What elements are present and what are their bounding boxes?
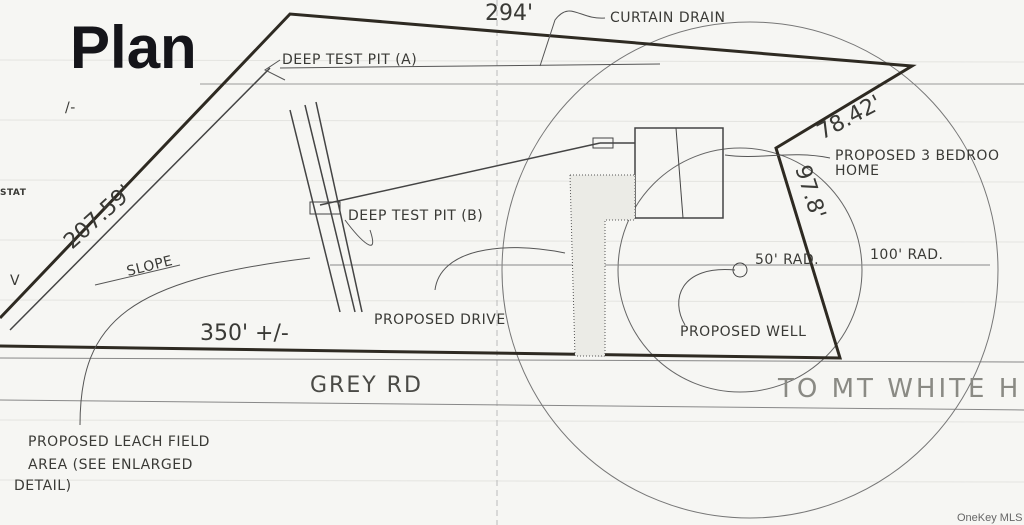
leader-lines: [79, 10, 831, 426]
property-boundary: [0, 12, 917, 360]
title-fragment: /-: [65, 100, 76, 116]
label-test-pit-a: DEEP TEST PIT (A): [282, 52, 417, 68]
road-edge: [0, 399, 1024, 411]
home-divider: [675, 127, 684, 219]
proposed-drive: [569, 174, 636, 357]
curtain-drain-line: [279, 63, 661, 69]
label-100-rad: 100' RAD.: [870, 247, 944, 263]
test-pit-b-marker: [309, 201, 341, 215]
road-edge: [0, 357, 1024, 363]
proposed-home: [634, 127, 724, 219]
label-home-line1: PROPOSED 3 BEDROO: [835, 148, 999, 164]
paper-lines: [0, 59, 1024, 483]
dimension-left: 207.59': [59, 180, 137, 254]
label-leach-line2: AREA (SEE ENLARGED: [28, 457, 193, 473]
label-test-pit-b: DEEP TEST PIT (B): [348, 208, 483, 224]
label-home-line2: HOME: [835, 163, 879, 179]
label-curtain-drain: CURTAIN DRAIN: [610, 10, 725, 26]
label-proposed-well: PROPOSED WELL: [680, 324, 806, 340]
road-grey-rd: GREY RD: [310, 373, 423, 398]
watermark: OneKey MLS: [957, 512, 1022, 524]
label-leach-line3: DETAIL): [14, 478, 72, 494]
dimension-top: 294': [485, 1, 533, 26]
50-ft-radius-circle: [617, 147, 863, 393]
100-ft-radius-circle: [501, 21, 999, 519]
label-50-rad: 50' RAD.: [755, 252, 819, 268]
margin-v: V: [10, 273, 20, 289]
setback-line: [9, 67, 271, 331]
leach-field-lines: [289, 101, 635, 313]
plan-title: Plan: [70, 14, 197, 81]
label-proposed-drive: PROPOSED DRIVE: [374, 312, 506, 328]
label-leach-line1: PROPOSED LEACH FIELD: [28, 434, 210, 450]
dimension-right-top: 78.42': [813, 91, 886, 145]
stamp-text: STAT: [0, 188, 27, 198]
label-slope: SLOPE: [125, 253, 174, 280]
road-mt-white: TO MT WHITE H: [777, 374, 1021, 404]
septic-tank: [592, 137, 614, 149]
dimension-bottom: 350' +/-: [200, 321, 289, 346]
